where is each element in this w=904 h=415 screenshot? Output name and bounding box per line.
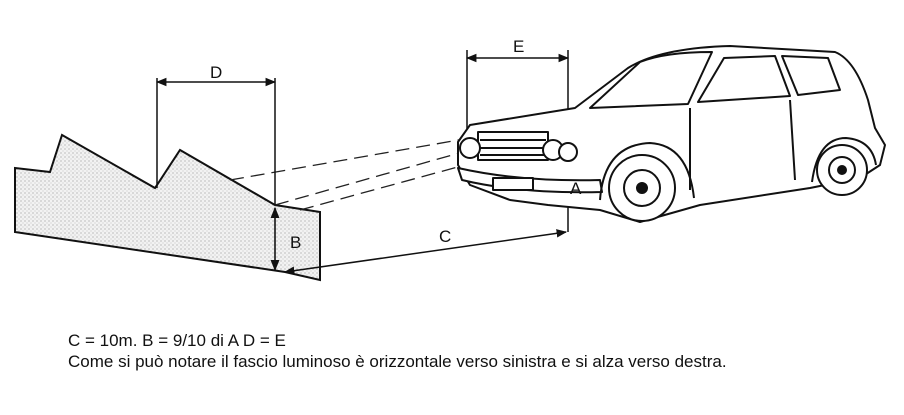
beam-lines <box>229 137 471 211</box>
car-illustration <box>457 45 886 223</box>
caption-line-formula: C = 10m. B = 9/10 di A D = E <box>68 331 286 350</box>
label-e: E <box>513 37 524 56</box>
label-c: C <box>439 227 451 246</box>
label-d: D <box>210 63 222 82</box>
floor-distance-line <box>283 229 568 275</box>
caption-line-explanation: Come si può notare il fascio luminoso è … <box>68 352 727 371</box>
caption: C = 10m. B = 9/10 di A D = E Come si può… <box>68 330 868 372</box>
label-b: B <box>290 233 301 252</box>
label-a: A <box>570 179 582 198</box>
dimension-d <box>155 77 277 205</box>
